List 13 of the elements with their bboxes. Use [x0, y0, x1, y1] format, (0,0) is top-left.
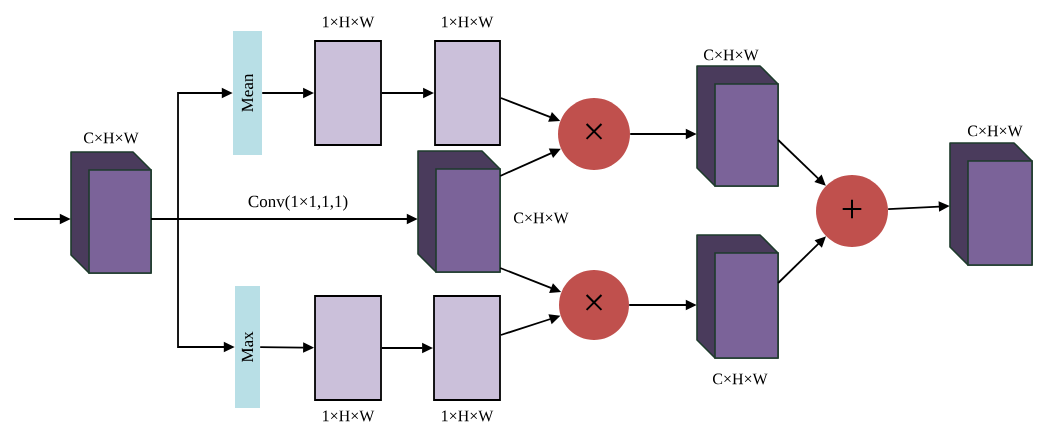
dimension-label: C×H×W [967, 125, 1023, 137]
dimension-label: 1×H×W [442, 16, 494, 28]
dimension-label: 1×H×W [323, 16, 375, 28]
pooling-band: Mean [233, 31, 262, 155]
edge-label: Conv(1×1,1,1) [246, 194, 350, 212]
pooling-band: Max [235, 286, 260, 408]
dimension-label: C×H×W [712, 373, 768, 385]
dimension-label: C×H×W [84, 132, 139, 144]
dimension-label: C×H×W [703, 49, 759, 61]
dimension-label: 1×H×W [442, 410, 494, 422]
dimension-label: 1×H×W [323, 410, 375, 422]
arrow [777, 139, 826, 186]
dimension-label: C×H×W [514, 212, 569, 224]
